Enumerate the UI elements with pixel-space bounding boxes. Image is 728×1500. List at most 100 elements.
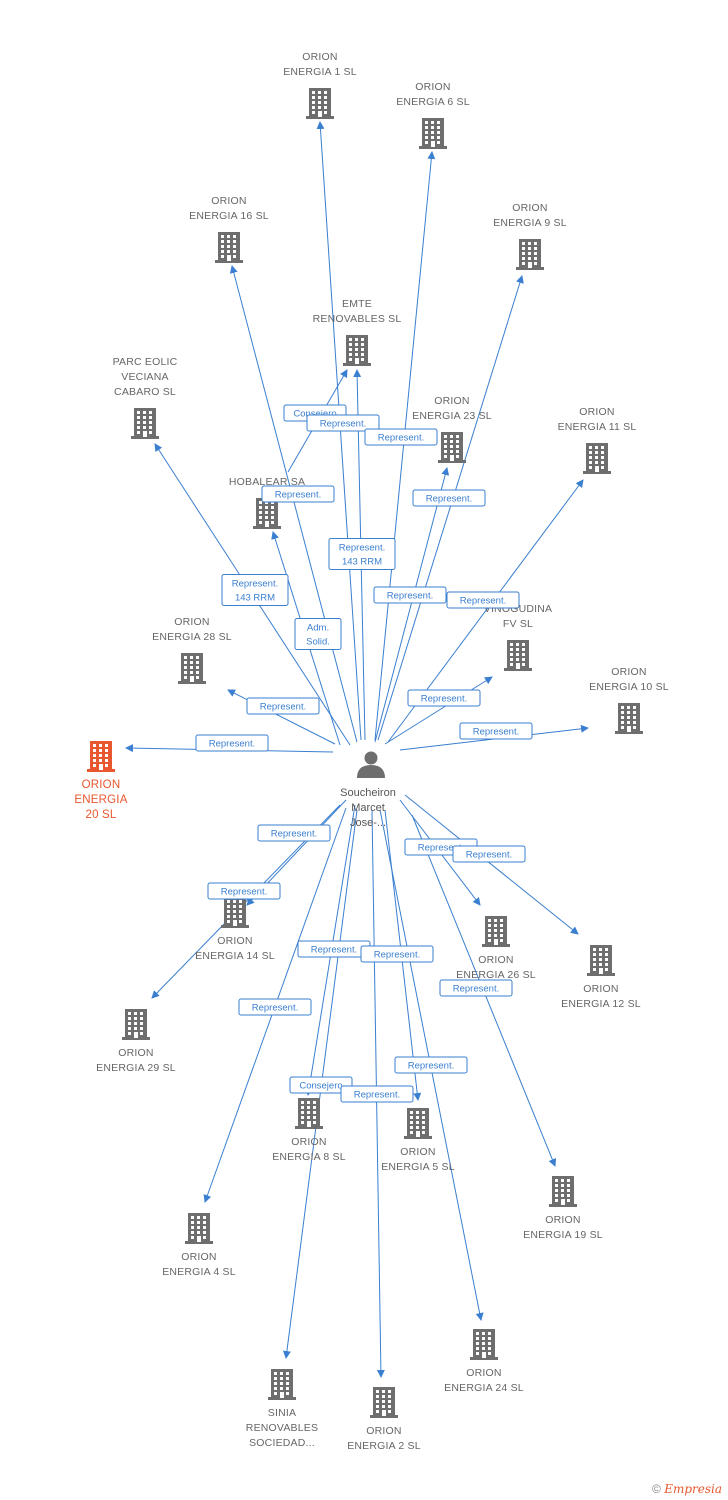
relation-label[interactable]: Represent. bbox=[340, 1085, 414, 1103]
relation-label-text: Solid. bbox=[306, 637, 330, 648]
relation-label[interactable]: Represent. bbox=[238, 998, 312, 1016]
relation-label-text: Represent. bbox=[311, 945, 357, 956]
relation-label[interactable]: Represent. bbox=[412, 489, 486, 507]
relation-label[interactable]: Represent. bbox=[394, 1056, 468, 1074]
building-icon bbox=[516, 239, 544, 270]
relation-label-text: Represent. bbox=[473, 727, 519, 738]
relation-label[interactable]: Represent. bbox=[246, 697, 320, 715]
company-label: ORION bbox=[302, 51, 337, 63]
building-icon bbox=[131, 408, 159, 439]
relation-label-text: Represent. bbox=[466, 850, 512, 861]
relation-edge bbox=[377, 275, 524, 741]
relation-edge bbox=[384, 676, 493, 745]
relation-label-text: Represent. bbox=[426, 494, 472, 505]
company-label: ENERGIA 11 SL bbox=[558, 421, 637, 433]
relation-label[interactable]: Represent. bbox=[257, 824, 331, 842]
relation-label[interactable]: Represent. bbox=[452, 845, 526, 863]
company-label: ENERGIA 9 SL bbox=[493, 217, 567, 229]
relation-label[interactable]: Represent. bbox=[195, 734, 269, 752]
relation-edge bbox=[404, 794, 579, 935]
person-icon bbox=[357, 751, 385, 778]
relation-label-text: Represent. bbox=[421, 694, 467, 705]
relation-edge bbox=[374, 467, 450, 743]
relation-label[interactable]: Represent.143 RRM bbox=[221, 574, 289, 606]
company-label: ENERGIA 16 SL bbox=[189, 210, 269, 222]
relation-label[interactable]: Represent. bbox=[459, 722, 533, 740]
relation-label[interactable]: Represent. bbox=[364, 428, 438, 446]
relation-label[interactable]: Represent. bbox=[306, 414, 380, 432]
building-icon bbox=[178, 653, 206, 684]
building-icon bbox=[438, 432, 466, 463]
company-label: VECIANA bbox=[121, 371, 169, 383]
company-label: ORION bbox=[415, 81, 450, 93]
building-icon bbox=[185, 1213, 213, 1244]
brand-logo[interactable]: Empresia bbox=[664, 1482, 722, 1496]
company-label: ORION bbox=[181, 1251, 216, 1263]
relation-label-text: Represent. bbox=[374, 950, 420, 961]
building-icon bbox=[504, 640, 532, 671]
relation-label-text: Represent. bbox=[260, 702, 306, 713]
relation-label[interactable]: Represent. bbox=[439, 979, 513, 997]
building-icon bbox=[87, 741, 115, 772]
relation-label-text: Represent. bbox=[460, 596, 506, 607]
company-label: ENERGIA 6 SL bbox=[396, 96, 470, 108]
relation-label-text: Represent. bbox=[275, 490, 321, 501]
relation-label-text: Represent. bbox=[354, 1090, 400, 1101]
relation-label[interactable]: Represent. bbox=[261, 485, 335, 503]
relation-label[interactable]: Represent. bbox=[297, 940, 371, 958]
company-label: ORION bbox=[174, 616, 209, 628]
company-node-e6[interactable]: ORION ENERGIA 6 SL bbox=[396, 81, 470, 149]
relation-label[interactable]: Adm.Solid. bbox=[294, 618, 342, 650]
company-label: ORION bbox=[118, 1047, 153, 1059]
relation-label[interactable]: Represent. bbox=[407, 689, 481, 707]
company-label: SOCIEDAD... bbox=[249, 1437, 315, 1449]
building-icon bbox=[587, 945, 615, 976]
relation-label-text: Consejero bbox=[293, 409, 336, 420]
relation-label-text: Represent. bbox=[408, 1061, 454, 1072]
relation-label[interactable]: Represent. bbox=[360, 945, 434, 963]
company-node-sin[interactable]: SINIARENOVABLESSOCIEDAD... bbox=[246, 1369, 318, 1449]
company-label: ORION bbox=[82, 779, 121, 791]
relation-label[interactable]: Represent. bbox=[373, 586, 447, 604]
company-label: ENERGIA 10 SL bbox=[589, 681, 669, 693]
company-label: ORION bbox=[434, 395, 469, 407]
company-node-hob[interactable]: HOBALEAR SA bbox=[229, 476, 305, 529]
building-icon bbox=[583, 443, 611, 474]
building-icon bbox=[306, 88, 334, 119]
company-label: ORION bbox=[512, 202, 547, 214]
relation-label[interactable]: Represent. bbox=[446, 591, 520, 609]
building-icon bbox=[370, 1387, 398, 1418]
company-node-e9[interactable]: ORION ENERGIA 9 SL bbox=[493, 202, 567, 270]
company-label: FV SL bbox=[503, 618, 533, 630]
relation-label-text: Represent. bbox=[453, 984, 499, 995]
person-node[interactable]: SoucheironMarcetJose-... bbox=[340, 751, 396, 830]
building-icon bbox=[549, 1176, 577, 1207]
company-label: ENERGIA bbox=[74, 794, 127, 806]
relation-label[interactable]: Represent. bbox=[207, 882, 281, 900]
building-icon bbox=[404, 1108, 432, 1139]
relation-label[interactable]: Represent.143 RRM bbox=[328, 538, 396, 570]
relation-label[interactable]: Consejero bbox=[289, 1076, 353, 1094]
company-label: ORION bbox=[366, 1425, 401, 1437]
